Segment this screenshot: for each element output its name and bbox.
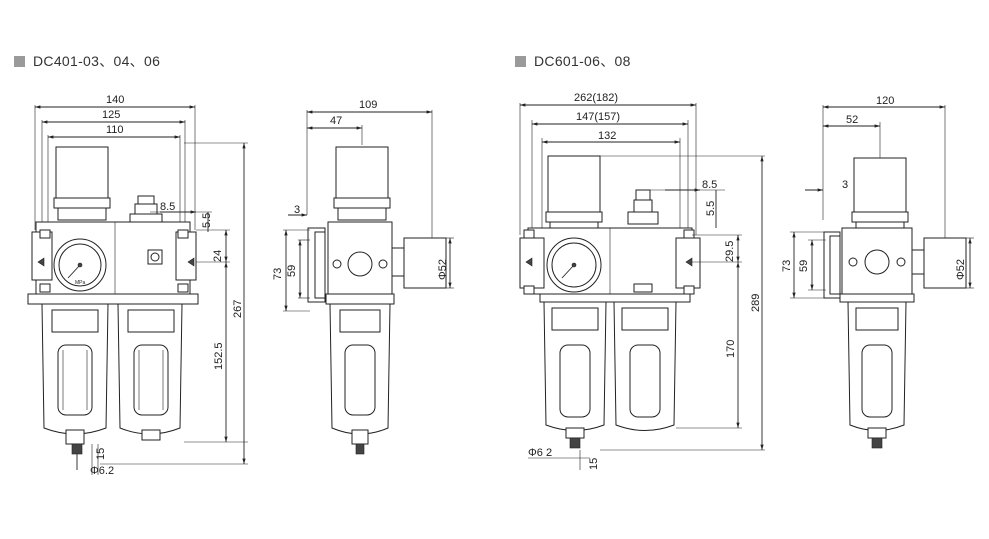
dimension-label: 52 (846, 114, 858, 126)
dimension-label: 15 (95, 448, 107, 460)
dimension-label: 73 (781, 260, 793, 272)
dc601-side-view: 120 52 3 73 59 Φ52 (781, 95, 974, 449)
dimension-label: 8.5 (702, 179, 717, 191)
dimension-label: 5.5 (201, 213, 213, 228)
dimension-label: 8.5 (160, 201, 175, 213)
dimension-label: 125 (102, 109, 120, 121)
dc601-front-view: 262(182) 147(157) 132 8.5 5.5 29.5 289 1… (519, 92, 765, 470)
dimension-label: 109 (359, 99, 377, 111)
dimension-label: 110 (106, 124, 124, 136)
dimension-label: Φ6.2 (90, 465, 114, 477)
dc401-front-view: MPa 140 125 110 8.5 5.5 (27, 94, 248, 477)
dimension-label: 59 (286, 265, 298, 277)
dimension-label: Φ52 (955, 259, 967, 280)
dimension-label: 147(157) (576, 111, 620, 123)
caption-dc401: DC401-03、04、06 (14, 51, 160, 71)
dimension-label: 3 (294, 204, 300, 216)
dimension-label: 140 (106, 94, 124, 106)
dimension-label: 120 (876, 95, 894, 107)
dimension-label: 3 (842, 179, 848, 191)
caption-square-icon (515, 55, 526, 67)
dimension-label: 59 (798, 260, 810, 272)
dimension-label: Φ6 2 (528, 447, 552, 459)
dimension-label: MPa (75, 280, 86, 286)
dc401-side-view: 109 47 3 73 59 Φ52 (272, 99, 454, 455)
dimension-label: 289 (750, 294, 762, 312)
dimension-label: 29.5 (724, 241, 736, 262)
dimension-label: 24 (212, 250, 224, 262)
dimension-label: Φ52 (437, 259, 449, 280)
dimension-label: 15 (588, 458, 600, 470)
dimension-label: 132 (598, 130, 616, 142)
dimension-label: 262(182) (574, 92, 618, 104)
caption-dc601: DC601-06、08 (515, 51, 631, 71)
dimension-label: 170 (725, 340, 737, 358)
caption-square-icon (14, 55, 25, 67)
caption-dc401-text: DC401-03、04、06 (33, 53, 161, 69)
dimension-label: 267 (232, 300, 244, 318)
dimension-label: 47 (330, 115, 342, 127)
dimension-label: 5.5 (705, 201, 717, 216)
caption-dc601-text: DC601-06、08 (534, 53, 631, 69)
dimension-label: 73 (272, 268, 284, 280)
dimension-label: 152.5 (213, 342, 225, 370)
